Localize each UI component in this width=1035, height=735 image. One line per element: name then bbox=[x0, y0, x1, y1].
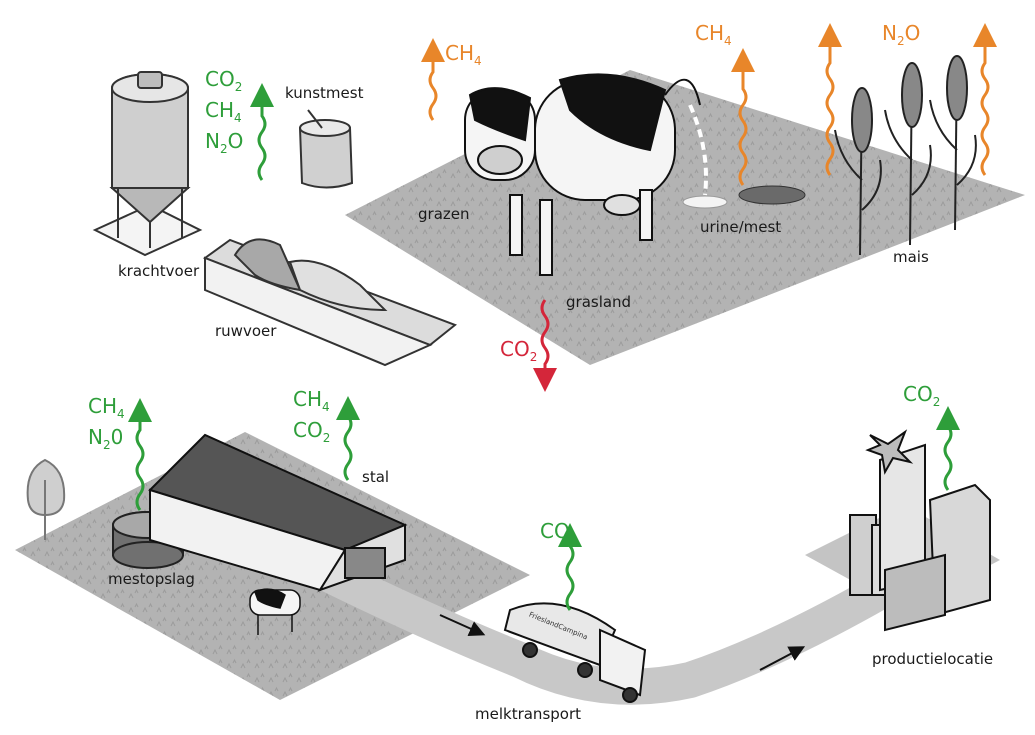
label-grasland: grasland bbox=[566, 293, 632, 311]
label-ruwvoer: ruwvoer bbox=[215, 322, 277, 340]
gas-cow-ch4: CH4 bbox=[445, 41, 482, 69]
gas-truck-co2: CO2 bbox=[540, 519, 578, 547]
arrow-mais-1 bbox=[818, 23, 842, 176]
road-arrow-1 bbox=[439, 614, 486, 637]
arrow-factory bbox=[936, 406, 960, 491]
arrow-mais-2 bbox=[973, 23, 997, 176]
gas-mais-n2o: N2O bbox=[882, 21, 921, 49]
gas-feed-group: CO2 CH4 N2O bbox=[205, 67, 244, 157]
silage-trough bbox=[202, 238, 457, 367]
gas-storage-group: CH4 N20 bbox=[88, 394, 125, 453]
label-grazen: grazen bbox=[418, 205, 470, 223]
road bbox=[282, 542, 918, 705]
label-productielocatie: productielocatie bbox=[872, 650, 994, 668]
label-urine-mest: urine/mest bbox=[700, 218, 782, 236]
label-melktransport: melktransport bbox=[475, 705, 582, 723]
gas-stal-group: CH4 CO2 bbox=[293, 387, 331, 446]
label-krachtvoer: krachtvoer bbox=[118, 262, 200, 280]
corn-plants bbox=[834, 55, 977, 256]
urine-stream bbox=[688, 104, 708, 196]
grazing-cow bbox=[464, 73, 701, 276]
arrow-cow bbox=[421, 38, 445, 121]
road-arrow-2 bbox=[759, 646, 806, 671]
feed-silo bbox=[92, 71, 203, 257]
urine-puddle bbox=[682, 195, 728, 209]
label-mais: mais bbox=[893, 248, 929, 266]
arrow-urine bbox=[731, 48, 755, 186]
fertilizer-bag bbox=[298, 109, 354, 189]
milk-truck bbox=[503, 602, 647, 703]
label-mestopslag: mestopslag bbox=[108, 570, 195, 588]
small-cow bbox=[249, 588, 301, 635]
barn bbox=[148, 433, 408, 592]
arrow-truck bbox=[558, 523, 582, 611]
arrow-grass-sink bbox=[533, 299, 557, 392]
tree bbox=[26, 458, 66, 540]
arrow-stal bbox=[336, 396, 360, 481]
label-kunstmest: kunstmest bbox=[285, 84, 364, 102]
gas-factory-co2: CO2 bbox=[903, 382, 941, 410]
gas-urine-ch4: CH4 bbox=[695, 21, 732, 49]
arrow-storage bbox=[128, 398, 152, 511]
label-stal: stal bbox=[362, 468, 390, 486]
gas-grass-co2: CO2 bbox=[500, 337, 538, 365]
factory bbox=[849, 429, 991, 632]
manure-pat bbox=[738, 185, 806, 205]
arrow-feed bbox=[250, 83, 274, 181]
